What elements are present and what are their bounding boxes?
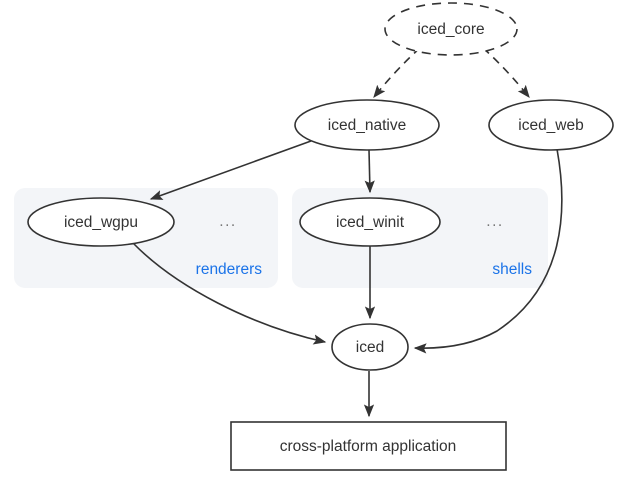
node-iced-native-shape[interactable] <box>294 99 440 151</box>
edge-core-to-web <box>482 47 530 98</box>
node-iced-core-shape[interactable] <box>384 2 518 56</box>
node-iced-core[interactable]: iced_core <box>384 2 518 56</box>
node-cross-platform-application-label: cross-platform application <box>280 438 457 455</box>
node-iced-wgpu-shape[interactable] <box>27 197 175 247</box>
node-iced-native-label: iced_native <box>328 117 406 134</box>
node-cross-platform-application[interactable]: cross-platform application <box>230 421 507 471</box>
node-iced-wgpu[interactable]: iced_wgpu <box>27 197 175 247</box>
node-iced-core-label: iced_core <box>417 21 484 38</box>
node-iced-winit[interactable]: iced_winit <box>299 197 441 247</box>
edge-core-to-native <box>373 47 421 98</box>
node-iced-wgpu-label: iced_wgpu <box>64 214 138 231</box>
node-iced-web-label: iced_web <box>518 117 584 134</box>
group-shells-ellipsis: ... <box>486 213 503 230</box>
node-cross-platform-application-shape[interactable] <box>230 421 507 471</box>
edge-wgpu-to-iced <box>132 242 327 345</box>
edge-native-to-wgpu <box>149 140 312 200</box>
node-iced-shape[interactable] <box>331 323 409 371</box>
node-iced-web-shape[interactable] <box>488 99 614 151</box>
node-iced-native[interactable]: iced_native <box>294 99 440 151</box>
node-iced-winit-shape[interactable] <box>299 197 441 247</box>
node-iced[interactable]: iced <box>331 323 409 371</box>
group-shells-label: shells <box>492 261 532 278</box>
edge-native-to-winit <box>364 149 375 194</box>
group-renderers-label: renderers <box>196 261 263 278</box>
edge-web-to-iced <box>413 148 563 354</box>
node-iced-winit-label: iced_winit <box>336 214 405 231</box>
node-iced-label: iced <box>356 339 384 356</box>
group-renderers-ellipsis: ... <box>219 213 236 230</box>
node-iced-web[interactable]: iced_web <box>488 99 614 151</box>
